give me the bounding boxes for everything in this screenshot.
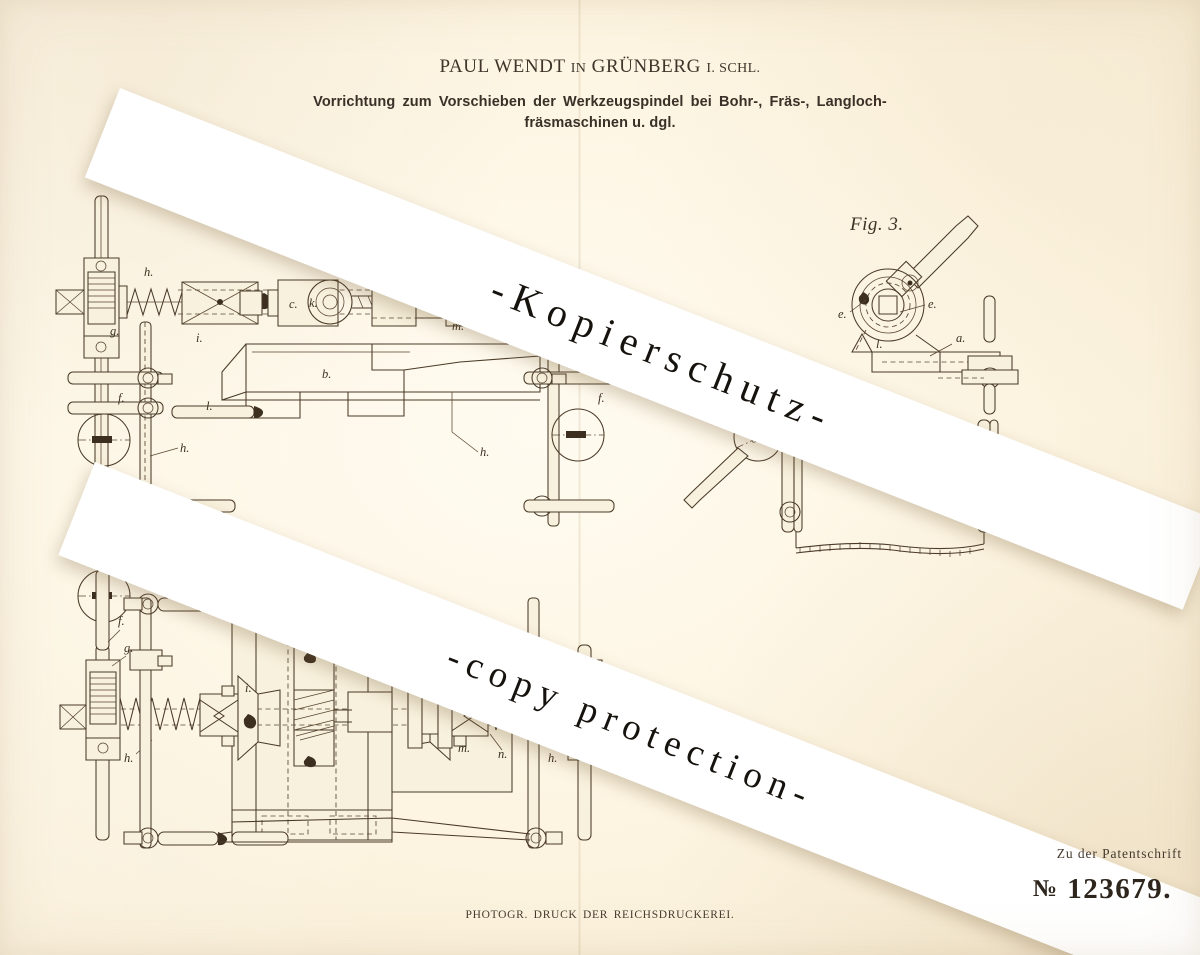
- fig3-label-e1: e.: [838, 307, 847, 321]
- fig2-label-g: g.: [124, 641, 133, 655]
- fig1-label-i1: i.: [196, 331, 203, 345]
- fig1-shaft-block-c: c. k.: [268, 280, 338, 326]
- fig3-label-l: l.: [876, 337, 883, 351]
- fig3-vertical-rods: [962, 296, 1018, 414]
- figure-3-caption: Fig. 3.: [850, 214, 904, 236]
- numero-symbol: №: [1033, 876, 1059, 902]
- fig1-label-f: f.: [118, 391, 125, 405]
- fig2-label-m: m.: [458, 741, 470, 755]
- patent-number-value: 123679.: [1067, 873, 1172, 905]
- fig1-label-h4: h.: [480, 445, 489, 459]
- fig2-handwheel: [78, 570, 130, 650]
- fig2-label-n: n.: [498, 747, 507, 761]
- fig2-label-h1: h.: [124, 751, 133, 765]
- fig1-label-g1: g.: [110, 324, 119, 338]
- fig3-label-a: a.: [956, 331, 965, 345]
- fig2-hatched-block: [294, 646, 334, 767]
- fig2-label-f: f.: [118, 614, 125, 628]
- fig1-label-h1: h.: [144, 265, 153, 279]
- fig1-label-f2: f.: [598, 391, 605, 405]
- fig2-label-i1: i.: [245, 681, 252, 695]
- fig1-label-l: l.: [206, 399, 213, 413]
- patent-reference-text: Zu der Patentschrift: [1057, 846, 1182, 862]
- fig1-left-terminal: [56, 290, 84, 314]
- fig3-label-e2: e.: [928, 297, 937, 311]
- fig1-machine-bed: b.: [222, 344, 540, 418]
- fig1-handwheel-right: [552, 409, 604, 461]
- printer-imprint: PHOTOGR. DRUCK DER REICHSDRUCKEREI.: [0, 909, 1200, 921]
- fig1-label-b: b.: [322, 367, 331, 381]
- fig1-label-h3: h.: [180, 441, 189, 455]
- fig2-label-h2: h.: [548, 751, 557, 765]
- fig1-label-c: c.: [289, 297, 298, 311]
- fig1-lower-rods: [138, 406, 614, 516]
- patent-number: № 123679.: [1033, 873, 1172, 906]
- fig1-spring-housing: [84, 258, 119, 358]
